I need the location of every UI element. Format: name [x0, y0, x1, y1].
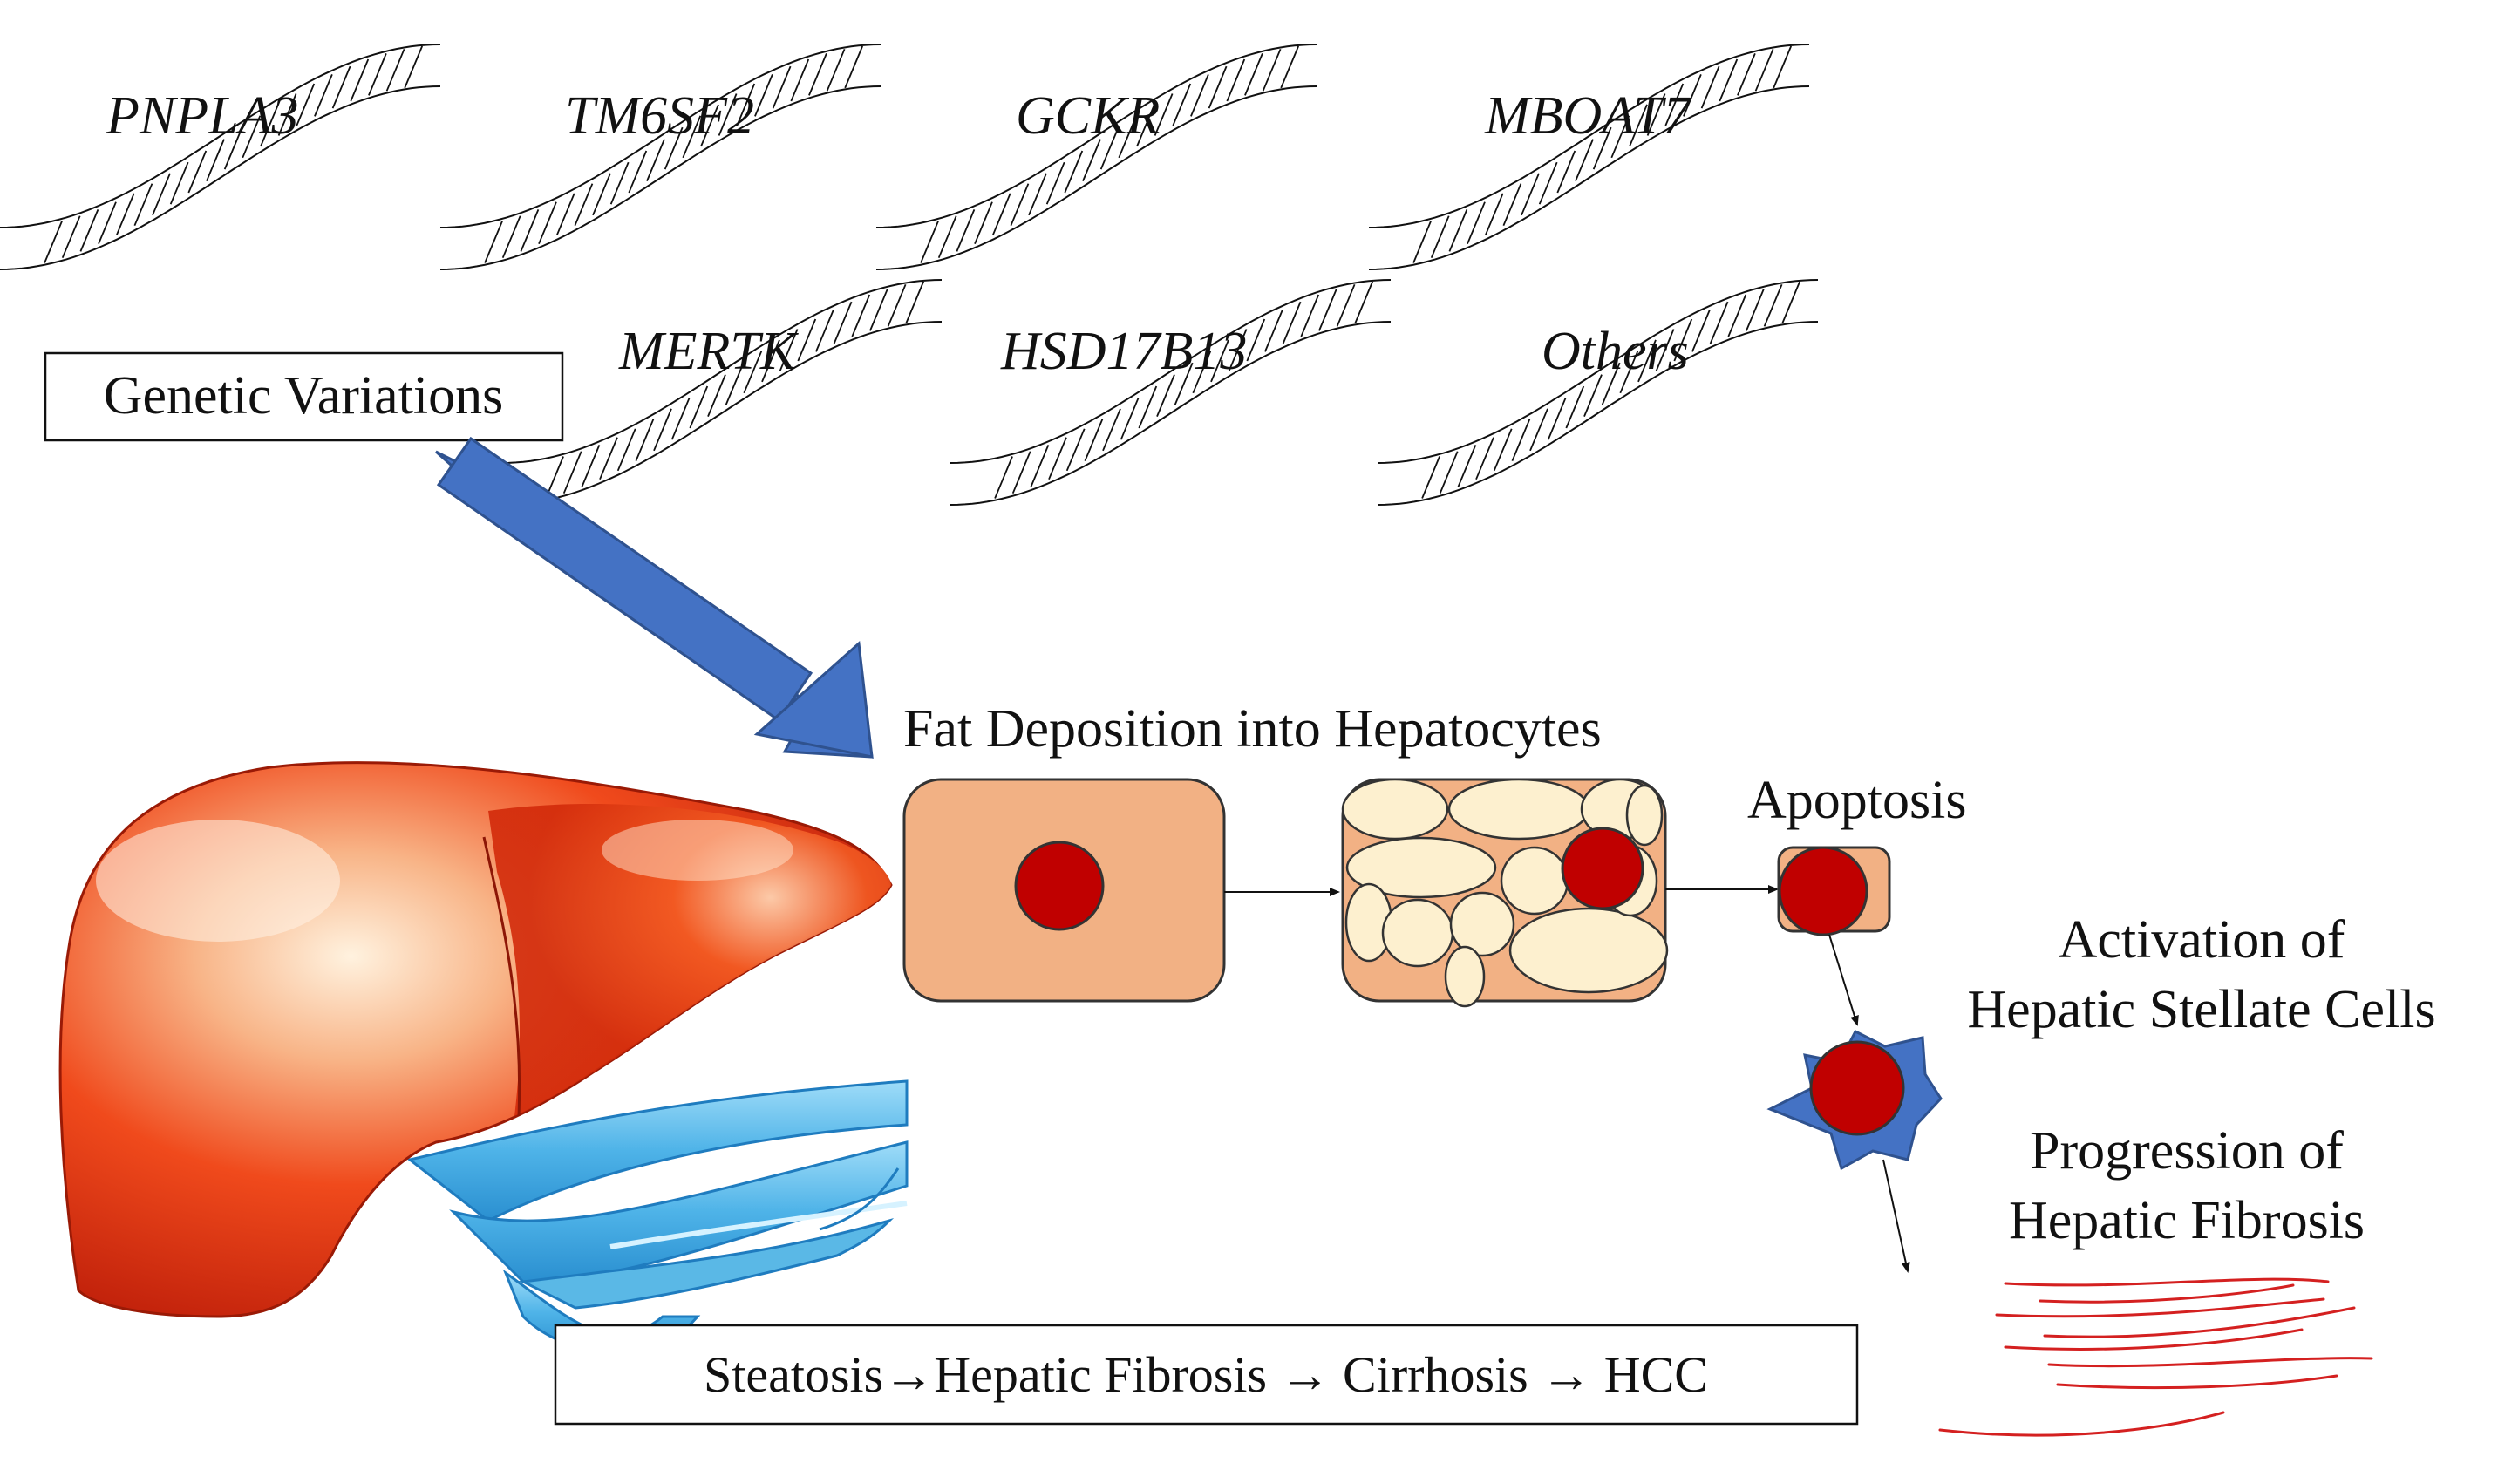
- blue-arrow-head: [753, 640, 874, 759]
- gene-labels: PNPLA3 TM6SF2 GCKR MBOAT7 MERTK HSD17B13…: [106, 86, 1692, 381]
- disease-progression-box: Steatosis→Hepatic Fibrosis → Cirrhosis →…: [554, 1324, 1859, 1426]
- liver-fissure: [482, 836, 521, 1117]
- gene-label-others: Others: [1542, 322, 1689, 381]
- gene-label-gckr: GCKR: [1016, 86, 1160, 146]
- liver-right-lobe: [488, 804, 891, 1116]
- fibrosis-label-line1: Progression of: [2030, 1121, 2344, 1181]
- dna-strand: [1368, 44, 1810, 270]
- disease-progression-label: Steatosis→Hepatic Fibrosis → Cirrhosis →…: [704, 1346, 1708, 1403]
- gene-label-mboat7: MBOAT7: [1484, 86, 1692, 146]
- apoptosis-label: Apoptosis: [1747, 771, 1966, 830]
- genetic-variations-box: Genetic Variations: [44, 351, 564, 442]
- dna-strand: [0, 44, 441, 270]
- dna-strand: [950, 279, 1392, 506]
- fat-deposition-label: Fat Deposition into Hepatocytes: [903, 699, 1602, 759]
- gene-label-tm6sf2: TM6SF2: [565, 86, 754, 146]
- stellate-nucleus: [1809, 1040, 1905, 1136]
- stellate-label-line1: Activation of: [2059, 910, 2345, 970]
- fatty-hepatocyte: [1341, 778, 1669, 1008]
- gene-label-pnpla3: PNPLA3: [106, 86, 298, 146]
- fatty-cell-nucleus: [1561, 827, 1644, 910]
- dna-strands: [0, 44, 1819, 506]
- dna-strand: [500, 279, 943, 506]
- gene-label-hsd17b13: HSD17B13: [1000, 322, 1247, 381]
- arrow-to-stellate-cell: [1828, 934, 1859, 1026]
- blue-arrow-shaft: [436, 436, 813, 723]
- apoptotic-nucleus: [1778, 846, 1868, 936]
- apoptotic-cell: [1777, 846, 1891, 936]
- dna-strand: [875, 44, 1317, 270]
- liver-illustration: [58, 761, 909, 1355]
- hepatic-stellate-cell: [1766, 1029, 1943, 1171]
- hepatocyte-nucleus: [1014, 841, 1105, 931]
- dna-strand: [439, 44, 881, 270]
- fibrosis-strands: [1938, 1277, 2373, 1437]
- fibrosis-label-line2: Hepatic Fibrosis: [2009, 1191, 2365, 1250]
- normal-hepatocyte: [902, 778, 1226, 1003]
- dna-strand: [1377, 279, 1819, 506]
- arrow-to-fibrosis: [1882, 1159, 1910, 1273]
- gene-label-mertk: MERTK: [618, 322, 800, 381]
- genetic-variations-label: Genetic Variations: [104, 366, 504, 425]
- stellate-label-line2: Hepatic Stellate Cells: [1967, 980, 2435, 1039]
